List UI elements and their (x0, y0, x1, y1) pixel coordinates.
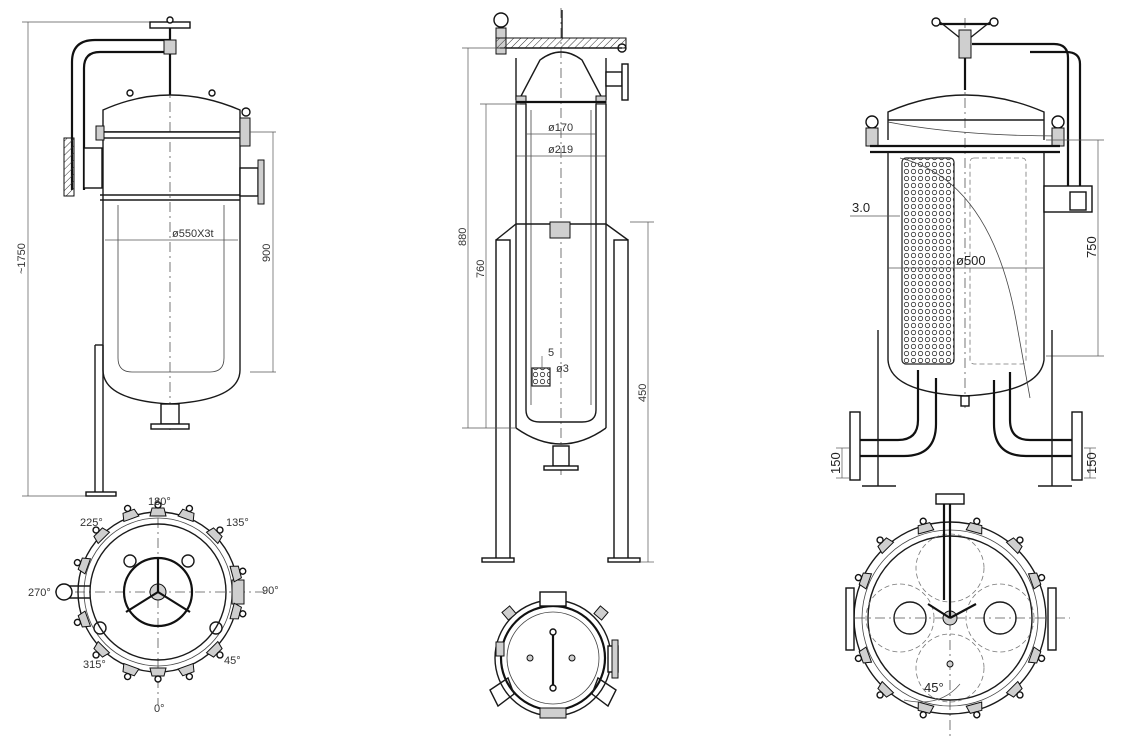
diameter-label: ø550X3t (172, 228, 214, 240)
height-750-label: 750 (1084, 236, 1099, 258)
outer-diameter-label: ø219 (548, 144, 573, 156)
thickness-label: 3.0 (852, 200, 870, 215)
inlet-height-label: 150 (828, 452, 843, 474)
angle-label-225: 225° (80, 517, 103, 529)
height-880-label: 880 (457, 228, 469, 246)
angle-label-135: 135° (226, 517, 249, 529)
angle-label-315: 315° (83, 659, 106, 671)
body-height-label: 900 (261, 244, 273, 262)
mesh-size-label: 5 (548, 347, 554, 359)
diameter-500-label: ø500 (956, 253, 986, 268)
height-760-label: 760 (475, 260, 487, 278)
middle-plan-view (489, 591, 619, 719)
left-plan-view: 180° 225° 135° 270° 90° 315° 45° 0° (28, 496, 279, 715)
height-dimension-label: ~1750 (16, 243, 28, 274)
left-elevation-view: ~1750 ø550X3t 90 (16, 16, 276, 497)
outlet-height-label: 150 (1084, 452, 1099, 474)
plan-angle-label: 45° (924, 680, 944, 695)
right-elevation-view: 3.0 ø500 750 150 150 (828, 17, 1104, 487)
angle-label-180: 180° (148, 496, 171, 508)
hole-size-label: ø3 (556, 363, 569, 375)
angle-label-270: 270° (28, 587, 51, 599)
right-plan-view: 45° (845, 493, 1070, 736)
inner-diameter-label: ø170 (548, 122, 573, 134)
angle-label-90: 90° (262, 585, 279, 597)
height-450-label: 450 (637, 384, 649, 402)
angle-label-0: 0° (154, 703, 165, 715)
angle-label-45: 45° (224, 655, 241, 667)
middle-elevation-view: ø170 ø219 5 ø3 880 760 450 (457, 8, 654, 563)
